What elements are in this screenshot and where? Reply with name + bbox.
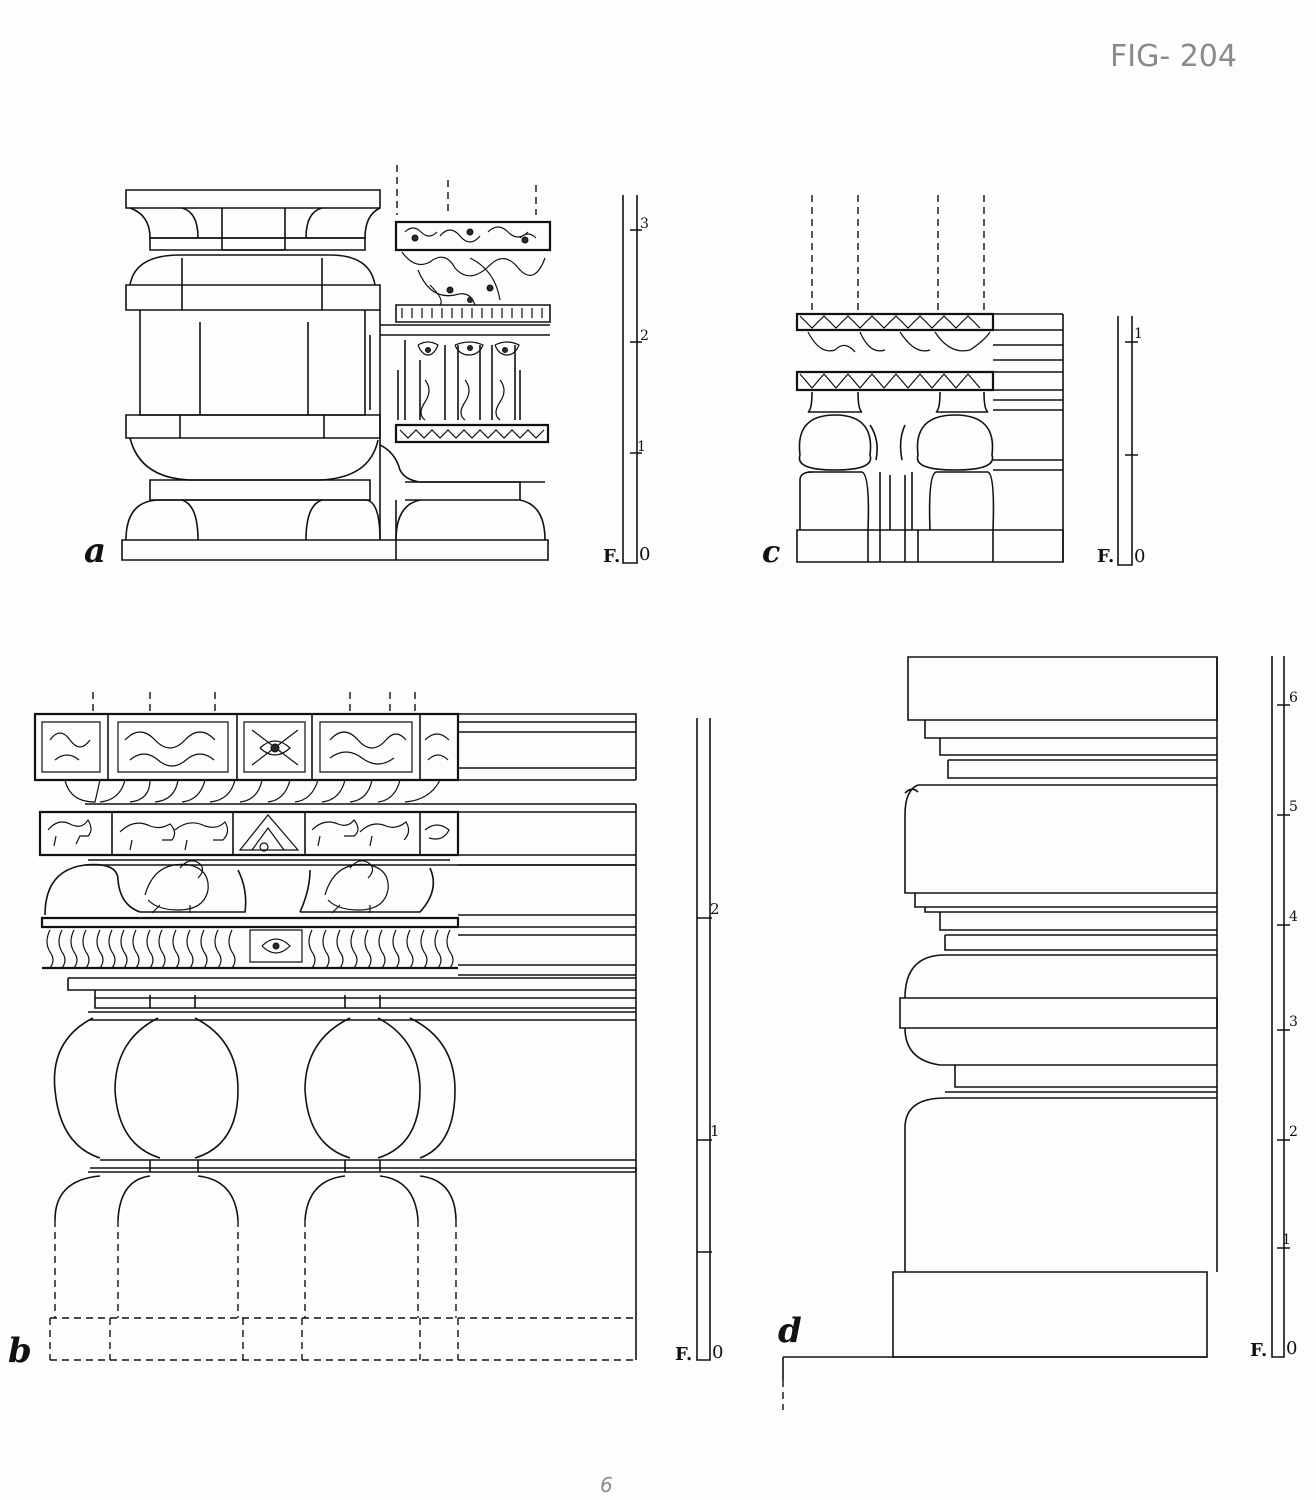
panel-d-scale-tick-0: 0 [1286, 1338, 1297, 1359]
panel-b-scale-tick-0: 0 [712, 1342, 723, 1363]
panel-a-scale: 3 2 1 0 F. [603, 195, 650, 567]
panel-d-scale-tick-3: 3 [1289, 1014, 1298, 1030]
panel-d-scale-tick-5: 5 [1289, 799, 1298, 815]
panel-d-scale-tick-2: 2 [1289, 1124, 1298, 1140]
panel-b-scale-tick-2: 2 [710, 900, 720, 918]
panel-b: 2 1 0 F. b [8, 692, 723, 1371]
figure-number: FIG- 204 [1110, 39, 1237, 74]
panel-c-scale-unit: F. [1097, 546, 1114, 567]
panel-a-scale-unit: F. [603, 546, 620, 567]
panel-a-plain-plinth [121, 189, 549, 561]
panel-a: 3 2 1 0 F. a [84, 165, 650, 571]
panel-b-scale: 2 1 0 F. [675, 718, 723, 1365]
panel-a-scale-tick-1: 1 [637, 439, 646, 455]
panel-d-scale-tick-4: 4 [1289, 909, 1298, 925]
panel-b-scale-unit: F. [675, 1344, 692, 1365]
panel-c-label: c [762, 535, 780, 570]
panel-d: 6 5 4 3 2 1 0 F. d [778, 656, 1298, 1410]
panel-a-ornate-section [379, 165, 552, 560]
panel-c-scale: 1 0 F. [1097, 316, 1145, 567]
panel-c-scale-tick-0: 0 [1134, 546, 1145, 567]
panel-d-label: d [778, 1311, 802, 1351]
panel-d-scale: 6 5 4 3 2 1 0 F. [1250, 656, 1298, 1361]
panel-a-label: a [84, 531, 106, 571]
panel-b-label: b [8, 1331, 32, 1371]
panel-b-scale-tick-1: 1 [710, 1122, 720, 1140]
panel-a-scale-tick-3: 3 [640, 216, 649, 232]
panel-c: 1 0 F. c [762, 195, 1145, 570]
panel-d-scale-unit: F. [1250, 1340, 1267, 1361]
pencil-mark: 6 [600, 1473, 613, 1497]
panel-d-scale-tick-6: 6 [1289, 690, 1298, 706]
panel-a-scale-tick-0: 0 [639, 544, 650, 565]
panel-a-scale-tick-2: 2 [640, 328, 649, 344]
panel-d-scale-tick-1: 1 [1282, 1232, 1291, 1248]
panel-c-scale-tick-1: 1 [1134, 326, 1143, 342]
